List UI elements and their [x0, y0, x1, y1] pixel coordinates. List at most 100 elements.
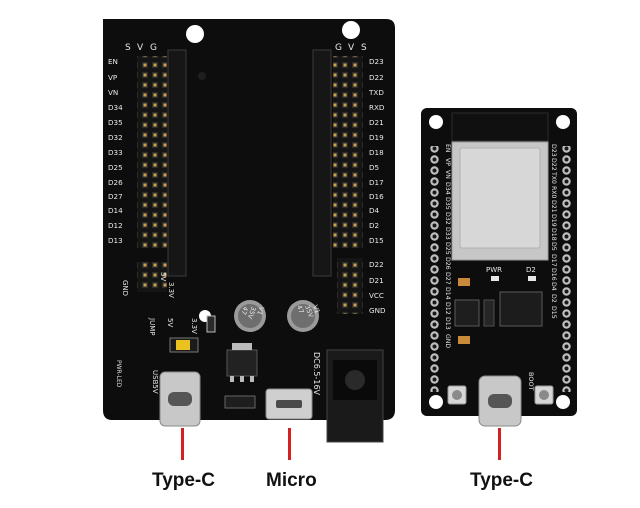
devkit-right-pin-labels: D23 D22 TX0 RX0 D21 D19 D18 D5 D17 D16 D…	[550, 144, 557, 319]
pin-label-left: D26	[108, 178, 123, 187]
pwr-led-text: PWR	[486, 266, 502, 274]
svg-text:47: 47	[239, 305, 249, 316]
svg-text:D27: D27	[444, 272, 451, 285]
pin-label-right: D16	[369, 192, 384, 201]
esp32-devkit-board: EN VP VN D34 D35 D32 D33 D25 D26 D27 D14…	[421, 108, 577, 427]
hdr-letter-left-3: G	[150, 43, 157, 53]
resistor	[206, 315, 216, 333]
caption-type-c-right: Type-C	[470, 470, 533, 491]
svg-text:D17: D17	[550, 254, 557, 267]
devkit-hole-br	[556, 395, 570, 409]
carrier-right-pin-labels: D23 D22 TXD RXD D21 D19 D18 D5 D17 D16 D…	[368, 57, 385, 245]
usb5v-label: USB5V	[151, 370, 159, 394]
svg-text:VP: VP	[444, 158, 451, 166]
power-header	[137, 262, 167, 292]
aux-header	[337, 258, 363, 314]
hdr-letter-right-1: G	[335, 43, 342, 53]
aux-pin-label: GND	[369, 306, 386, 315]
pin-label-left: EN	[108, 57, 118, 66]
pin-label-left: D13	[108, 236, 123, 245]
power-label-3v3: 3.3V	[167, 282, 175, 298]
carrier-aux-pin-labels: D22 D21 VCC GND	[369, 260, 386, 315]
usb-type-c-port-devkit	[478, 375, 522, 427]
devkit-hole-tl	[429, 115, 443, 129]
led-d2	[528, 276, 536, 281]
svg-text:D5: D5	[550, 242, 557, 251]
carrier-left-pin-labels: EN VP VN D34 D35 D32 D33 D25 D26 D27 D14…	[108, 57, 123, 245]
svg-text:D19: D19	[550, 214, 557, 227]
svg-text:V1: V1	[311, 304, 321, 315]
boot-button[interactable]	[534, 385, 554, 405]
micro-usb-port	[265, 388, 313, 420]
pin-label-left: D27	[108, 192, 123, 201]
svg-text:D16: D16	[550, 268, 557, 281]
jump-label: JUMP	[148, 317, 156, 335]
devkit-left-pins	[428, 146, 439, 392]
svg-text:D35: D35	[444, 197, 451, 210]
dc-label: DC6.5-16V	[312, 352, 321, 396]
jumper-cap	[176, 340, 190, 350]
mount-hole-tl	[186, 25, 204, 43]
sel-label-5v: 5V	[166, 318, 174, 327]
svg-text:D13: D13	[444, 317, 451, 330]
svg-text:TX0: TX0	[550, 171, 557, 184]
devkit-hole-bl	[429, 395, 443, 409]
pin-label-left: D32	[108, 133, 123, 142]
pin-label-right: D17	[369, 178, 384, 187]
en-button[interactable]	[447, 385, 467, 405]
pin-label-left: VP	[108, 73, 118, 82]
usb-type-c-port-carrier	[159, 371, 201, 427]
pin-label-right: D18	[369, 148, 384, 157]
rf-shield	[459, 147, 541, 249]
aux-pin-label: D21	[369, 276, 384, 285]
pin-label-left: D12	[108, 221, 123, 230]
devkit-left-pin-labels: EN VP VN D34 D35 D32 D33 D25 D26 D27 D14…	[444, 144, 451, 348]
lead-line-micro	[288, 428, 291, 460]
hdr-letter-left-2: V	[137, 43, 144, 53]
hdr-letter-left-1: S	[125, 43, 131, 53]
lead-line-type-c-right	[498, 428, 501, 460]
usb-uart-chip	[499, 291, 543, 327]
pin-label-left: D14	[108, 206, 123, 215]
hdr-letter-right-2: V	[348, 43, 355, 53]
svg-text:D21: D21	[550, 200, 557, 213]
pin-label-left: D34	[108, 103, 123, 112]
d2-led-text: D2	[526, 266, 536, 274]
svg-text:GND: GND	[444, 334, 451, 348]
power-label-5v: 5V	[159, 272, 167, 281]
svg-text:D4: D4	[550, 282, 557, 291]
pin-label-right: TXD	[368, 88, 384, 97]
pin-label-right: D15	[369, 236, 384, 245]
svg-text:RX0: RX0	[550, 186, 557, 199]
pin-label-left: D35	[108, 118, 123, 127]
regulator-devkit	[454, 299, 480, 327]
svg-text:47: 47	[295, 304, 305, 315]
aux-pin-label: VCC	[369, 291, 384, 300]
svg-text:D2: D2	[550, 294, 557, 303]
svg-text:D22: D22	[550, 158, 557, 171]
regulator-chip	[226, 349, 258, 377]
pin-label-right: D5	[369, 163, 379, 172]
diode	[224, 395, 256, 409]
caption-micro: Micro	[266, 470, 317, 491]
svg-text:D14: D14	[444, 287, 451, 300]
devkit-right-pins	[560, 146, 571, 392]
boot-label: BOOT	[527, 372, 535, 391]
right-gvs-header	[333, 56, 363, 248]
svg-text:EN: EN	[444, 144, 451, 153]
svg-text:D15: D15	[550, 306, 557, 319]
svg-text:D26: D26	[444, 257, 451, 270]
svg-text:D18: D18	[550, 228, 557, 241]
svg-text:D33: D33	[444, 227, 451, 240]
sel-label-3v3: 3.3V	[190, 318, 198, 334]
svg-text:D12: D12	[444, 302, 451, 315]
pwr-led-label: PWR-LED	[115, 360, 122, 388]
svg-text:D32: D32	[444, 212, 451, 225]
svg-text:V1: V1	[255, 305, 265, 316]
mount-hole-tr	[342, 21, 360, 39]
svg-text:D25: D25	[444, 242, 451, 255]
svg-text:D34: D34	[444, 182, 451, 195]
svg-text:VN: VN	[444, 170, 451, 179]
hdr-letter-right-3: S	[361, 43, 367, 53]
